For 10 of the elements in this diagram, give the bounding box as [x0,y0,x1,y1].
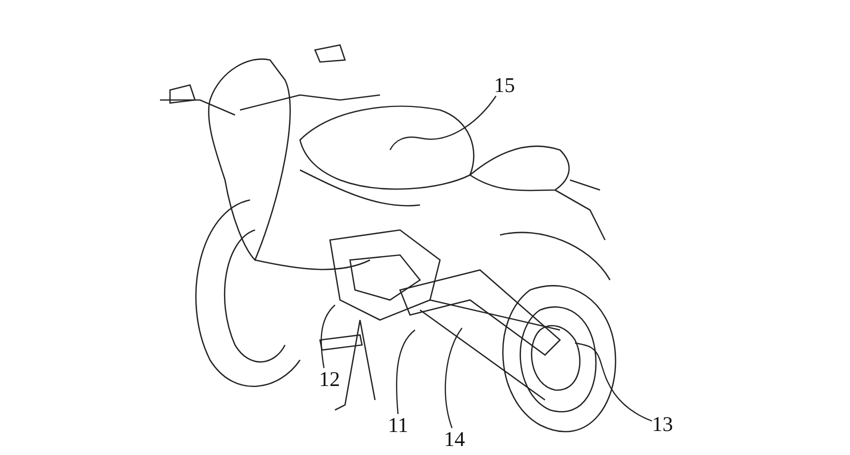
leader-line [389,96,496,150]
callout-number: 12 [319,368,340,390]
callout-number: 11 [388,414,408,436]
callout-number: 15 [494,74,515,96]
callout-number: 14 [444,428,465,450]
leader-line [444,328,462,428]
leader-line [396,330,416,414]
leader-line [574,342,652,422]
callout-number: 13 [652,413,673,435]
leader-line [320,304,336,368]
